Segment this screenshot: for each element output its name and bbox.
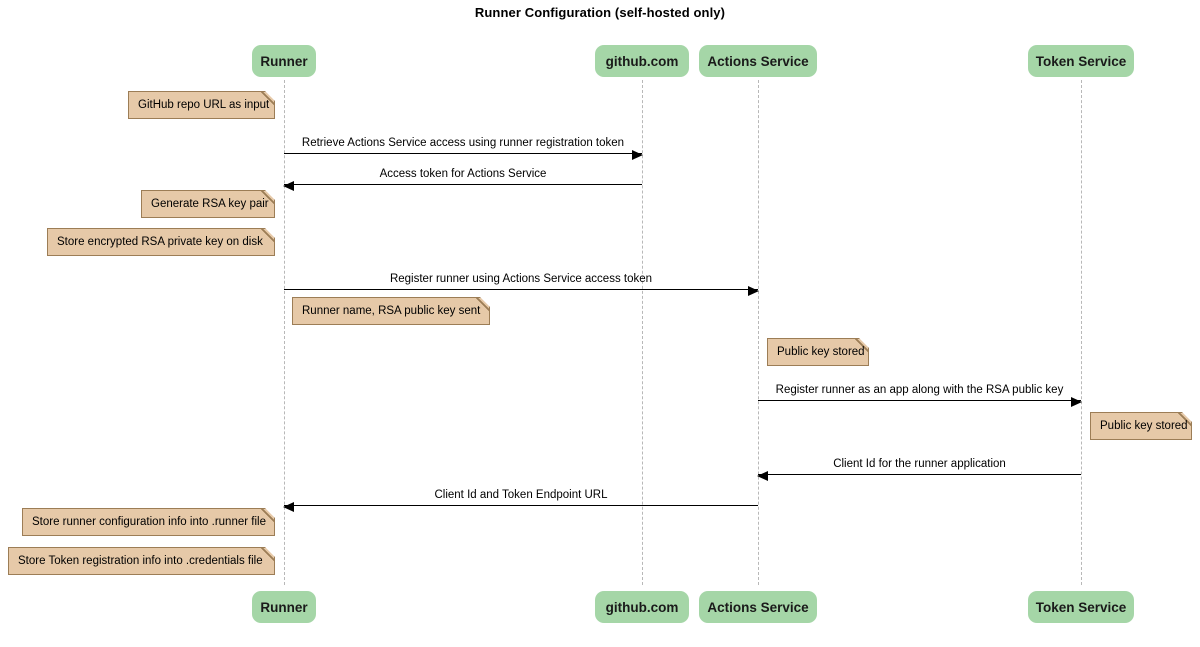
participant-actions-top[interactable]: Actions Service bbox=[699, 45, 817, 77]
note-n8: Store Token registration info into .cred… bbox=[8, 547, 275, 575]
participant-label: Actions Service bbox=[707, 53, 809, 69]
lifeline-runner bbox=[284, 80, 286, 585]
message-m3[interactable]: Register runner using Actions Service ac… bbox=[284, 264, 759, 296]
message-line bbox=[758, 474, 1081, 475]
note-text: GitHub repo URL as input bbox=[138, 99, 270, 111]
message-m2[interactable]: Access token for Actions Service bbox=[283, 159, 642, 191]
note-n4: Runner name, RSA public key sent bbox=[292, 297, 490, 325]
message-m1[interactable]: Retrieve Actions Service access using ru… bbox=[284, 128, 643, 160]
participant-github-bottom[interactable]: github.com bbox=[595, 591, 689, 623]
note-n1: GitHub repo URL as input bbox=[128, 91, 275, 119]
message-label: Register runner as an app along with the… bbox=[775, 384, 1064, 396]
participant-label: Token Service bbox=[1035, 53, 1127, 69]
note-text: Public key stored bbox=[1100, 420, 1188, 432]
participant-runner-top[interactable]: Runner bbox=[252, 45, 316, 77]
arrowhead-icon bbox=[632, 149, 643, 160]
lifeline-token bbox=[1081, 80, 1083, 585]
message-line bbox=[284, 184, 642, 185]
message-line bbox=[284, 153, 642, 154]
page-title: Runner Configuration (self-hosted only) bbox=[474, 5, 726, 20]
note-n5: Public key stored bbox=[767, 338, 869, 366]
arrowhead-icon bbox=[757, 470, 768, 481]
message-line bbox=[758, 400, 1081, 401]
lifeline-github bbox=[642, 80, 644, 585]
note-n3: Store encrypted RSA private key on disk bbox=[47, 228, 275, 256]
message-label: Access token for Actions Service bbox=[379, 168, 547, 180]
participant-label: Token Service bbox=[1035, 599, 1127, 615]
arrowhead-icon bbox=[1071, 396, 1082, 407]
note-text: Generate RSA key pair bbox=[151, 198, 269, 210]
participant-token-bottom[interactable]: Token Service bbox=[1028, 591, 1134, 623]
message-line bbox=[284, 289, 758, 290]
message-m5[interactable]: Client Id for the runner application bbox=[757, 449, 1081, 481]
message-line bbox=[284, 505, 758, 506]
arrowhead-icon bbox=[748, 285, 759, 296]
participant-label: Runner bbox=[260, 599, 308, 615]
message-label: Client Id for the runner application bbox=[833, 458, 1006, 470]
participant-runner-bottom[interactable]: Runner bbox=[252, 591, 316, 623]
participant-github-top[interactable]: github.com bbox=[595, 45, 689, 77]
arrowhead-icon bbox=[283, 501, 294, 512]
arrowhead-icon bbox=[283, 180, 294, 191]
message-m4[interactable]: Register runner as an app along with the… bbox=[758, 375, 1082, 407]
note-text: Store runner configuration info into .ru… bbox=[32, 516, 266, 528]
note-n6: Public key stored bbox=[1090, 412, 1192, 440]
note-n2: Generate RSA key pair bbox=[141, 190, 275, 218]
message-label: Client Id and Token Endpoint URL bbox=[434, 489, 608, 501]
message-label: Retrieve Actions Service access using ru… bbox=[301, 137, 625, 149]
message-m6[interactable]: Client Id and Token Endpoint URL bbox=[283, 480, 758, 512]
lifeline-actions bbox=[758, 80, 760, 585]
participant-label: github.com bbox=[605, 53, 679, 69]
participant-label: Runner bbox=[260, 53, 308, 69]
note-n7: Store runner configuration info into .ru… bbox=[22, 508, 275, 536]
message-label: Register runner using Actions Service ac… bbox=[389, 273, 653, 285]
participant-label: Actions Service bbox=[707, 599, 809, 615]
note-text: Store encrypted RSA private key on disk bbox=[57, 236, 263, 248]
participant-actions-bottom[interactable]: Actions Service bbox=[699, 591, 817, 623]
participant-token-top[interactable]: Token Service bbox=[1028, 45, 1134, 77]
note-text: Runner name, RSA public key sent bbox=[302, 305, 481, 317]
note-text: Store Token registration info into .cred… bbox=[18, 555, 263, 567]
participant-label: github.com bbox=[605, 599, 679, 615]
note-text: Public key stored bbox=[777, 346, 865, 358]
